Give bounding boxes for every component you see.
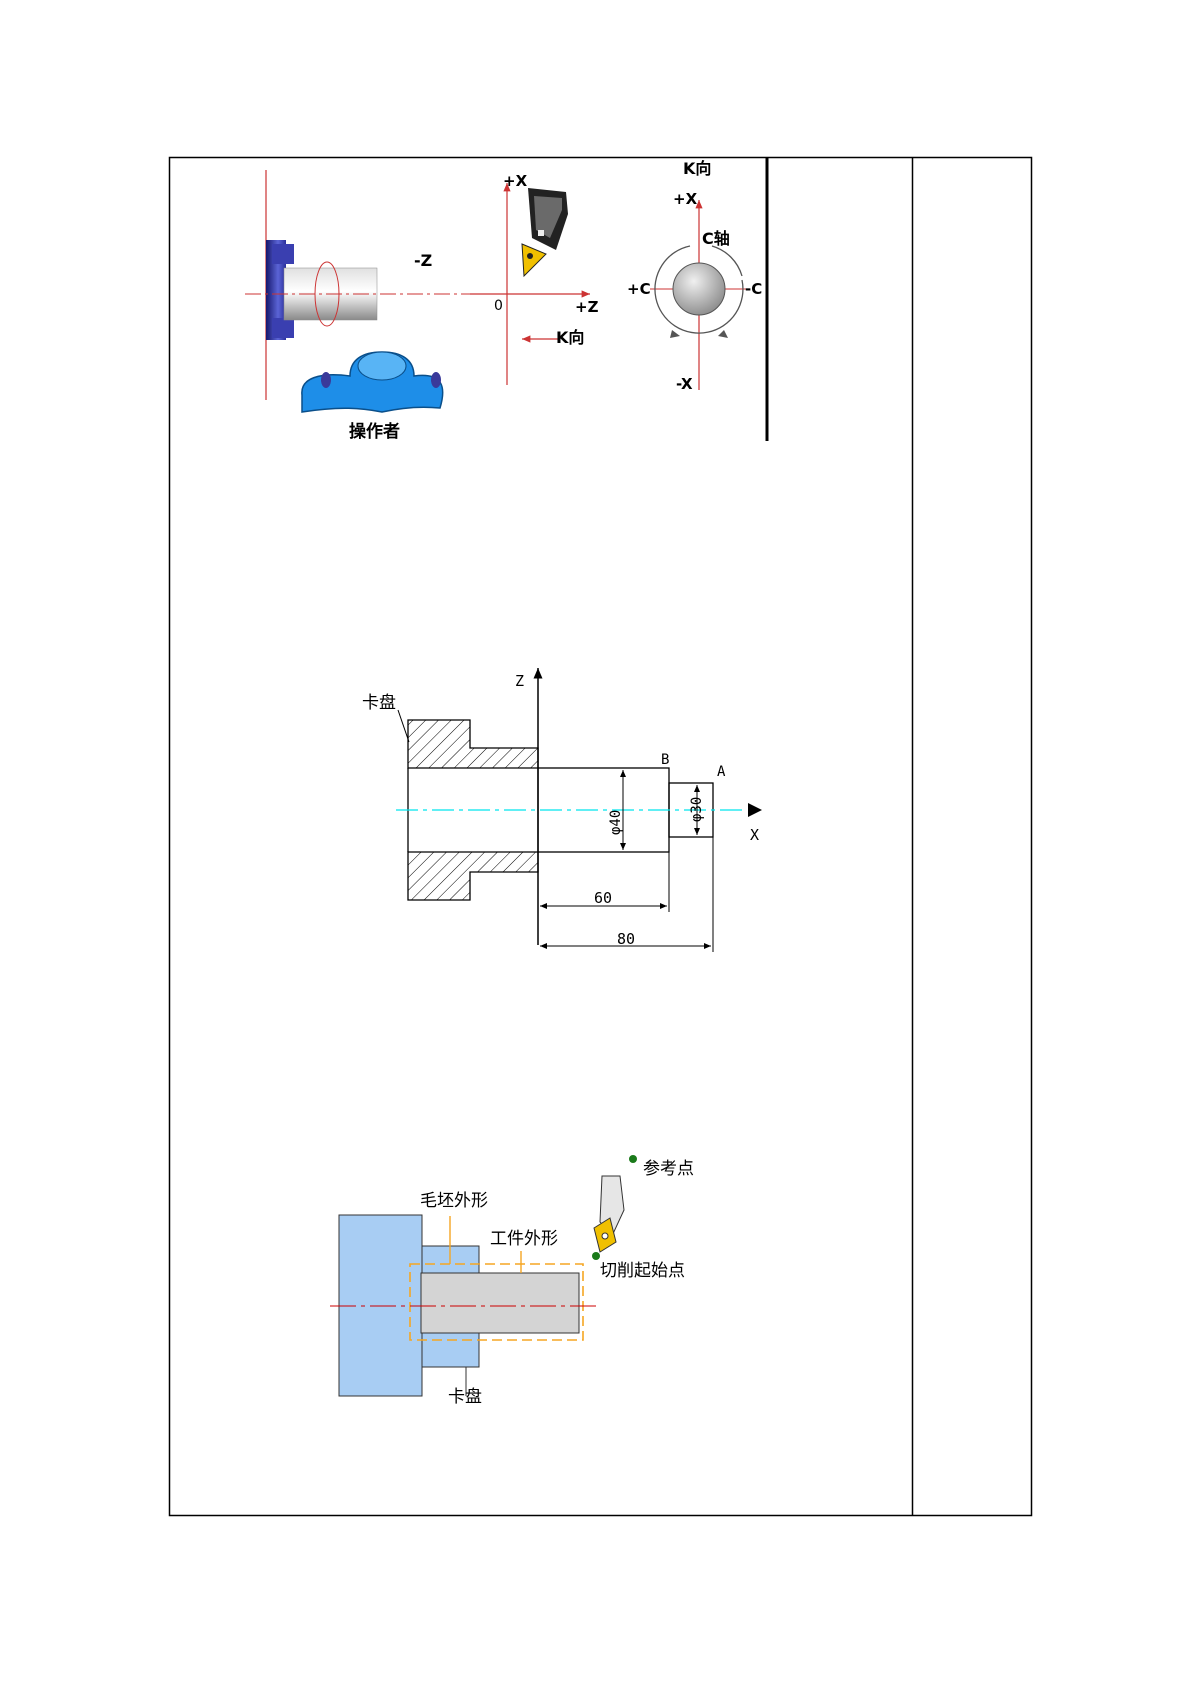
label-reference-point: 参考点 <box>643 1159 694 1179</box>
figure-workpiece-outline: 参考点 毛坯外形 工件外形 切削起始点 卡盘 <box>330 1155 694 1407</box>
label-point-b: B <box>661 752 669 768</box>
label-plus-x: +X <box>503 172 528 190</box>
label-minus-x: -X <box>676 375 693 393</box>
label-k-direction: K向 <box>556 328 584 347</box>
label-origin: 0 <box>494 298 503 314</box>
label-blank-outline: 毛坯外形 <box>420 1191 488 1211</box>
figure-lathe-coordinates: -Z +X 0 +Z K向 操作者 K向 +X C轴 +C -C -X <box>245 157 767 442</box>
label-operator: 操作者 <box>349 421 400 442</box>
label-point-a: A <box>717 764 726 780</box>
label-workpiece-outline: 工件外形 <box>490 1229 558 1249</box>
label-dia-40: φ40 <box>608 810 624 835</box>
k-view-c-axis <box>650 200 750 390</box>
table-border <box>170 158 1032 1516</box>
label-minus-z: -Z <box>414 251 432 270</box>
label-k-plus-x: +X <box>673 190 698 208</box>
turning-tool <box>522 188 568 276</box>
workpiece <box>421 1273 579 1333</box>
label-plus-c: +C <box>627 280 651 298</box>
label-chuck: 卡盘 <box>362 693 396 713</box>
label-plus-z: +Z <box>575 298 599 316</box>
label-dia-30: φ30 <box>689 797 705 822</box>
chuck-hatched <box>398 710 538 900</box>
label-dim-80: 80 <box>617 930 635 948</box>
label-chuck-fig3: 卡盘 <box>448 1387 482 1407</box>
label-x-axis: X <box>750 826 759 844</box>
label-c-axis: C轴 <box>702 229 730 248</box>
cut-start-marker <box>592 1252 600 1260</box>
figure-technical-drawing: 卡盘 Z X B A φ40 φ30 60 80 <box>362 668 762 952</box>
label-dim-60: 60 <box>594 889 612 907</box>
reference-point-marker <box>629 1155 637 1163</box>
operator-figure <box>302 352 443 412</box>
label-minus-c: -C <box>745 280 762 298</box>
label-k-view-title: K向 <box>683 159 711 178</box>
label-z-axis: Z <box>515 672 524 690</box>
cutting-tool <box>594 1176 624 1252</box>
label-cut-start-point: 切削起始点 <box>600 1261 685 1281</box>
